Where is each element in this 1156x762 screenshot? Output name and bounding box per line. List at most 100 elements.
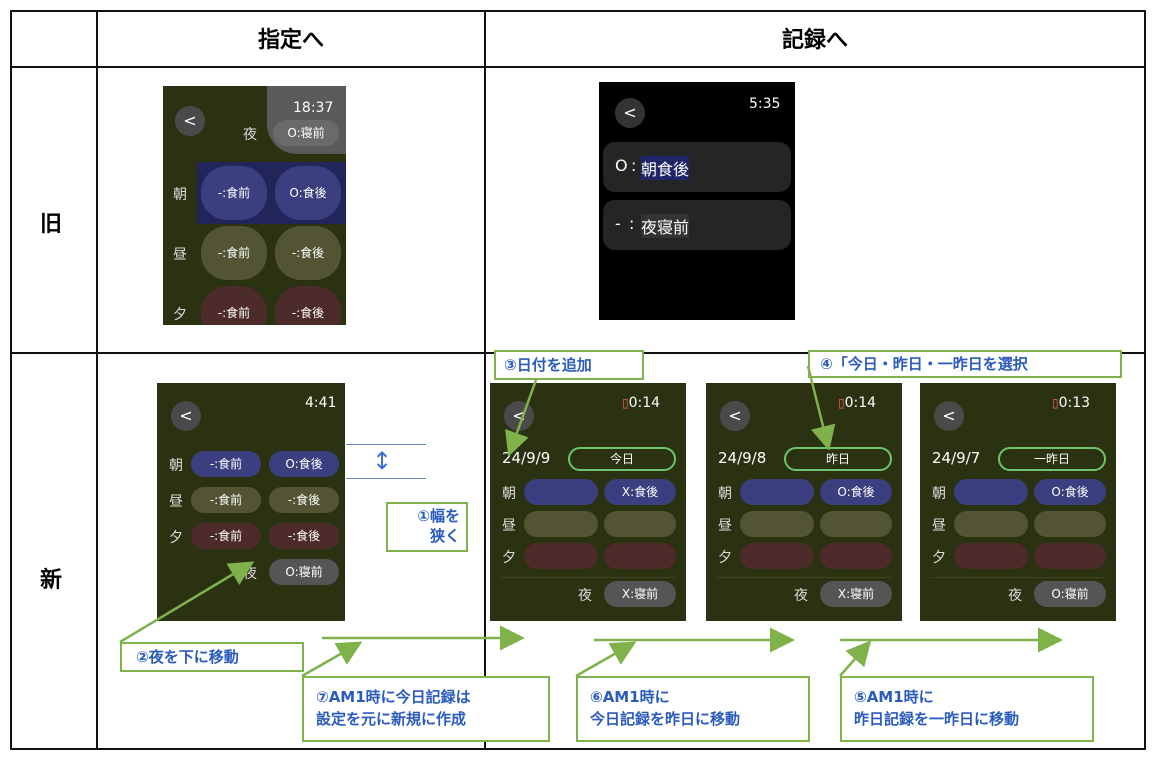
record-item-code: - bbox=[615, 214, 621, 233]
double-arrow-icon: ↕ bbox=[372, 447, 393, 475]
day-selector[interactable]: 今日 bbox=[568, 447, 676, 471]
back-button[interactable]: < bbox=[504, 401, 534, 431]
callout-text: ④「今日・昨日・一昨日を選択 bbox=[820, 355, 1028, 373]
callout-move-today-yesterday: ⑥AM1時に 今日記録を昨日に移動 bbox=[576, 676, 810, 742]
callout-line-1: ⑥AM1時に bbox=[590, 688, 670, 706]
callout-text: ②夜を下に移動 bbox=[136, 648, 239, 666]
callout-line-2: 昨日記録を一昨日に移動 bbox=[854, 710, 1020, 728]
label-night: 夜 bbox=[243, 566, 257, 582]
morning-before-button[interactable] bbox=[740, 479, 814, 505]
day-selector[interactable]: 一昨日 bbox=[998, 447, 1106, 471]
label-morning: 朝 bbox=[173, 187, 187, 203]
evening-before-button[interactable] bbox=[524, 543, 598, 569]
evening-before-button[interactable]: -:食前 bbox=[191, 523, 261, 549]
header-record: 記録へ bbox=[781, 28, 848, 53]
night-button[interactable]: X:寝前 bbox=[604, 581, 676, 607]
label-noon: 昼 bbox=[173, 247, 187, 263]
noon-before-button[interactable]: -:食前 bbox=[191, 487, 261, 513]
noon-before-button[interactable] bbox=[740, 511, 814, 537]
callout-line-2: 設定を元に新規に作成 bbox=[316, 710, 467, 728]
battery-low-icon: ▯ bbox=[622, 396, 629, 410]
label-evening: 夕 bbox=[169, 530, 183, 546]
label-morning: 朝 bbox=[502, 486, 516, 502]
label-morning: 朝 bbox=[932, 486, 946, 502]
noon-before-button[interactable]: -:食前 bbox=[201, 226, 267, 280]
callout-line-2: 狭く bbox=[429, 527, 460, 545]
noon-after-button[interactable]: -:食後 bbox=[269, 487, 339, 513]
label-night: 夜 bbox=[578, 588, 592, 604]
old-designation-screen: < 18:37 夜 O:寝前 朝 -:食前 O:食後 昼 -:食前 -:食後 夕… bbox=[163, 86, 346, 325]
label-morning: 朝 bbox=[718, 486, 732, 502]
evening-after-button[interactable] bbox=[820, 543, 892, 569]
record-item-text: 夜寝前 bbox=[641, 214, 690, 238]
callout-add-date: ③日付を追加 bbox=[494, 350, 644, 380]
evening-after-button[interactable] bbox=[1034, 543, 1106, 569]
callout-text: ③日付を追加 bbox=[504, 356, 592, 374]
night-button[interactable]: O:寝前 bbox=[269, 559, 339, 585]
divider bbox=[716, 577, 892, 578]
morning-before-button[interactable] bbox=[524, 479, 598, 505]
callout-line-1: ①幅を bbox=[417, 507, 460, 525]
evening-after-button[interactable]: -:食後 bbox=[269, 523, 339, 549]
back-button[interactable]: < bbox=[720, 401, 750, 431]
record-date: 24/9/8 bbox=[718, 449, 767, 467]
morning-after-button[interactable]: O:食後 bbox=[820, 479, 892, 505]
clock-time: ▯0:14 bbox=[838, 395, 876, 411]
clock-time: ▯0:14 bbox=[622, 395, 660, 411]
record-item-code: O bbox=[615, 156, 628, 175]
clock-time: 4:41 bbox=[305, 395, 337, 411]
arrow-move-yesterday-1 bbox=[839, 640, 872, 677]
evening-before-button[interactable] bbox=[954, 543, 1028, 569]
morning-after-button[interactable]: O:食後 bbox=[1034, 479, 1106, 505]
clock-time-value: 0:14 bbox=[844, 395, 877, 411]
header-designation: 指定へ bbox=[257, 28, 324, 53]
label-night: 夜 bbox=[243, 127, 257, 143]
record-item-morning-after[interactable]: O : 朝食後 bbox=[603, 142, 791, 192]
noon-before-button[interactable] bbox=[954, 511, 1028, 537]
evening-before-button[interactable] bbox=[740, 543, 814, 569]
noon-after-button[interactable] bbox=[1034, 511, 1106, 537]
clock-time: ▯0:13 bbox=[1052, 395, 1090, 411]
morning-after-button[interactable]: O:食後 bbox=[275, 166, 341, 220]
callout-move-yesterday-daybefore: ⑤AM1時に 昨日記録を一昨日に移動 bbox=[840, 676, 1094, 742]
morning-before-button[interactable]: -:食前 bbox=[201, 166, 267, 220]
arrow-create-today bbox=[301, 641, 363, 678]
callout-narrow-width: ①幅を 狭く bbox=[386, 502, 468, 552]
label-morning: 朝 bbox=[169, 458, 183, 474]
battery-low-icon: ▯ bbox=[1052, 396, 1059, 410]
evening-after-button[interactable] bbox=[604, 543, 676, 569]
evening-before-button[interactable]: -:食前 bbox=[201, 286, 267, 325]
morning-before-button[interactable] bbox=[954, 479, 1028, 505]
record-item-night-before[interactable]: - : 夜寝前 bbox=[603, 200, 791, 250]
noon-after-button[interactable] bbox=[604, 511, 676, 537]
day-selector[interactable]: 昨日 bbox=[784, 447, 892, 471]
back-button[interactable]: < bbox=[934, 401, 964, 431]
back-button[interactable]: < bbox=[171, 401, 201, 431]
noon-before-button[interactable] bbox=[524, 511, 598, 537]
clock-time-value: 0:13 bbox=[1058, 395, 1091, 411]
callout-line-1: ⑦AM1時に今日記録は bbox=[316, 688, 471, 706]
night-button[interactable]: O:寝前 bbox=[273, 120, 339, 146]
clock-time-value: 0:14 bbox=[628, 395, 661, 411]
noon-after-button[interactable] bbox=[820, 511, 892, 537]
label-night: 夜 bbox=[794, 588, 808, 604]
morning-after-button[interactable]: O:食後 bbox=[269, 451, 339, 477]
callout-line-1: ⑤AM1時に bbox=[854, 688, 934, 706]
label-evening: 夕 bbox=[718, 550, 732, 566]
back-button[interactable]: < bbox=[175, 106, 205, 136]
divider bbox=[500, 577, 676, 578]
noon-after-button[interactable]: -:食後 bbox=[275, 226, 341, 280]
label-noon: 昼 bbox=[502, 518, 516, 534]
label-evening: 夕 bbox=[932, 550, 946, 566]
label-noon: 昼 bbox=[169, 494, 183, 510]
callout-select-day: ④「今日・昨日・一昨日を選択 bbox=[808, 350, 1122, 378]
night-button[interactable]: O:寝前 bbox=[1034, 581, 1106, 607]
night-button[interactable]: X:寝前 bbox=[820, 581, 892, 607]
back-button[interactable]: < bbox=[615, 98, 645, 128]
morning-after-button[interactable]: X:食後 bbox=[604, 479, 676, 505]
evening-after-button[interactable]: -:食後 bbox=[275, 286, 341, 325]
label-evening: 夕 bbox=[173, 307, 187, 323]
battery-low-icon: ▯ bbox=[838, 396, 845, 410]
morning-before-button[interactable]: -:食前 bbox=[191, 451, 261, 477]
